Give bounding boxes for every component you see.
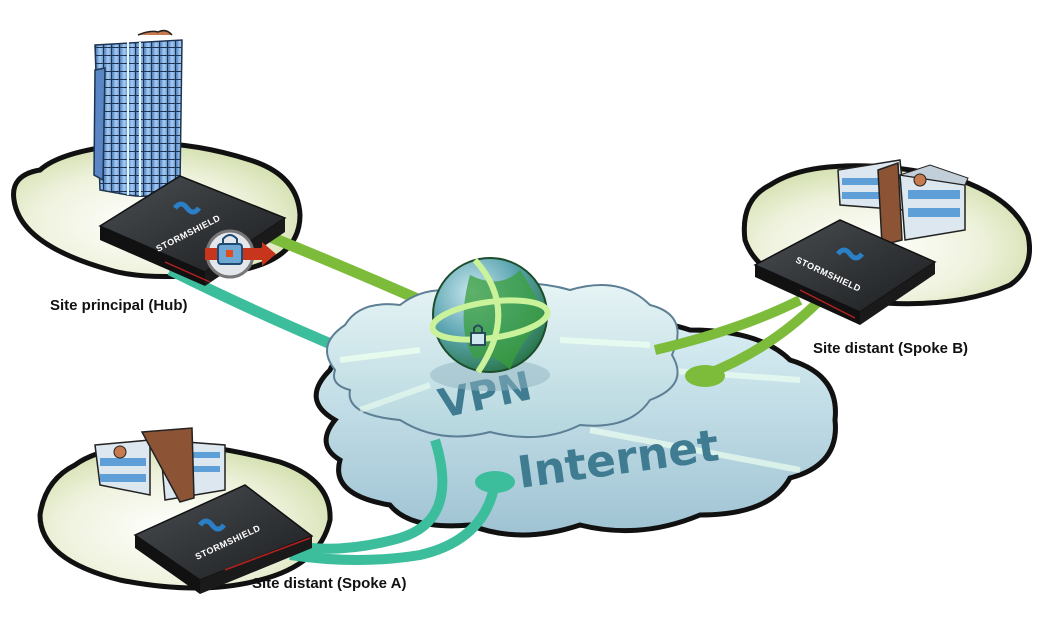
office-building-icon (837, 159, 969, 246)
stormshield-logo-icon (198, 518, 226, 532)
vpn-tunnel-lock-icon (205, 229, 276, 279)
spoke-a-site-label: Site distant (Spoke A) (252, 575, 407, 592)
stormshield-logo-icon (836, 247, 864, 261)
hub-link-teal (167, 265, 348, 356)
office-building-icon (94, 427, 226, 503)
spoke-b-appliance: STORMSHIELD (753, 219, 937, 325)
spoke-b-site-label: Site distant (Spoke B) (813, 340, 969, 357)
hub-link-green (265, 230, 423, 306)
hub-site-label: Site principal (Hub) (50, 297, 188, 314)
spoke-a-link (289, 438, 515, 565)
spoke-a-appliance: STORMSHIELD (133, 484, 314, 594)
spoke-b-link (653, 295, 824, 387)
globe-lock-icon (429, 257, 551, 391)
tower-building-icon (93, 29, 183, 197)
stormshield-logo-icon (173, 201, 201, 215)
